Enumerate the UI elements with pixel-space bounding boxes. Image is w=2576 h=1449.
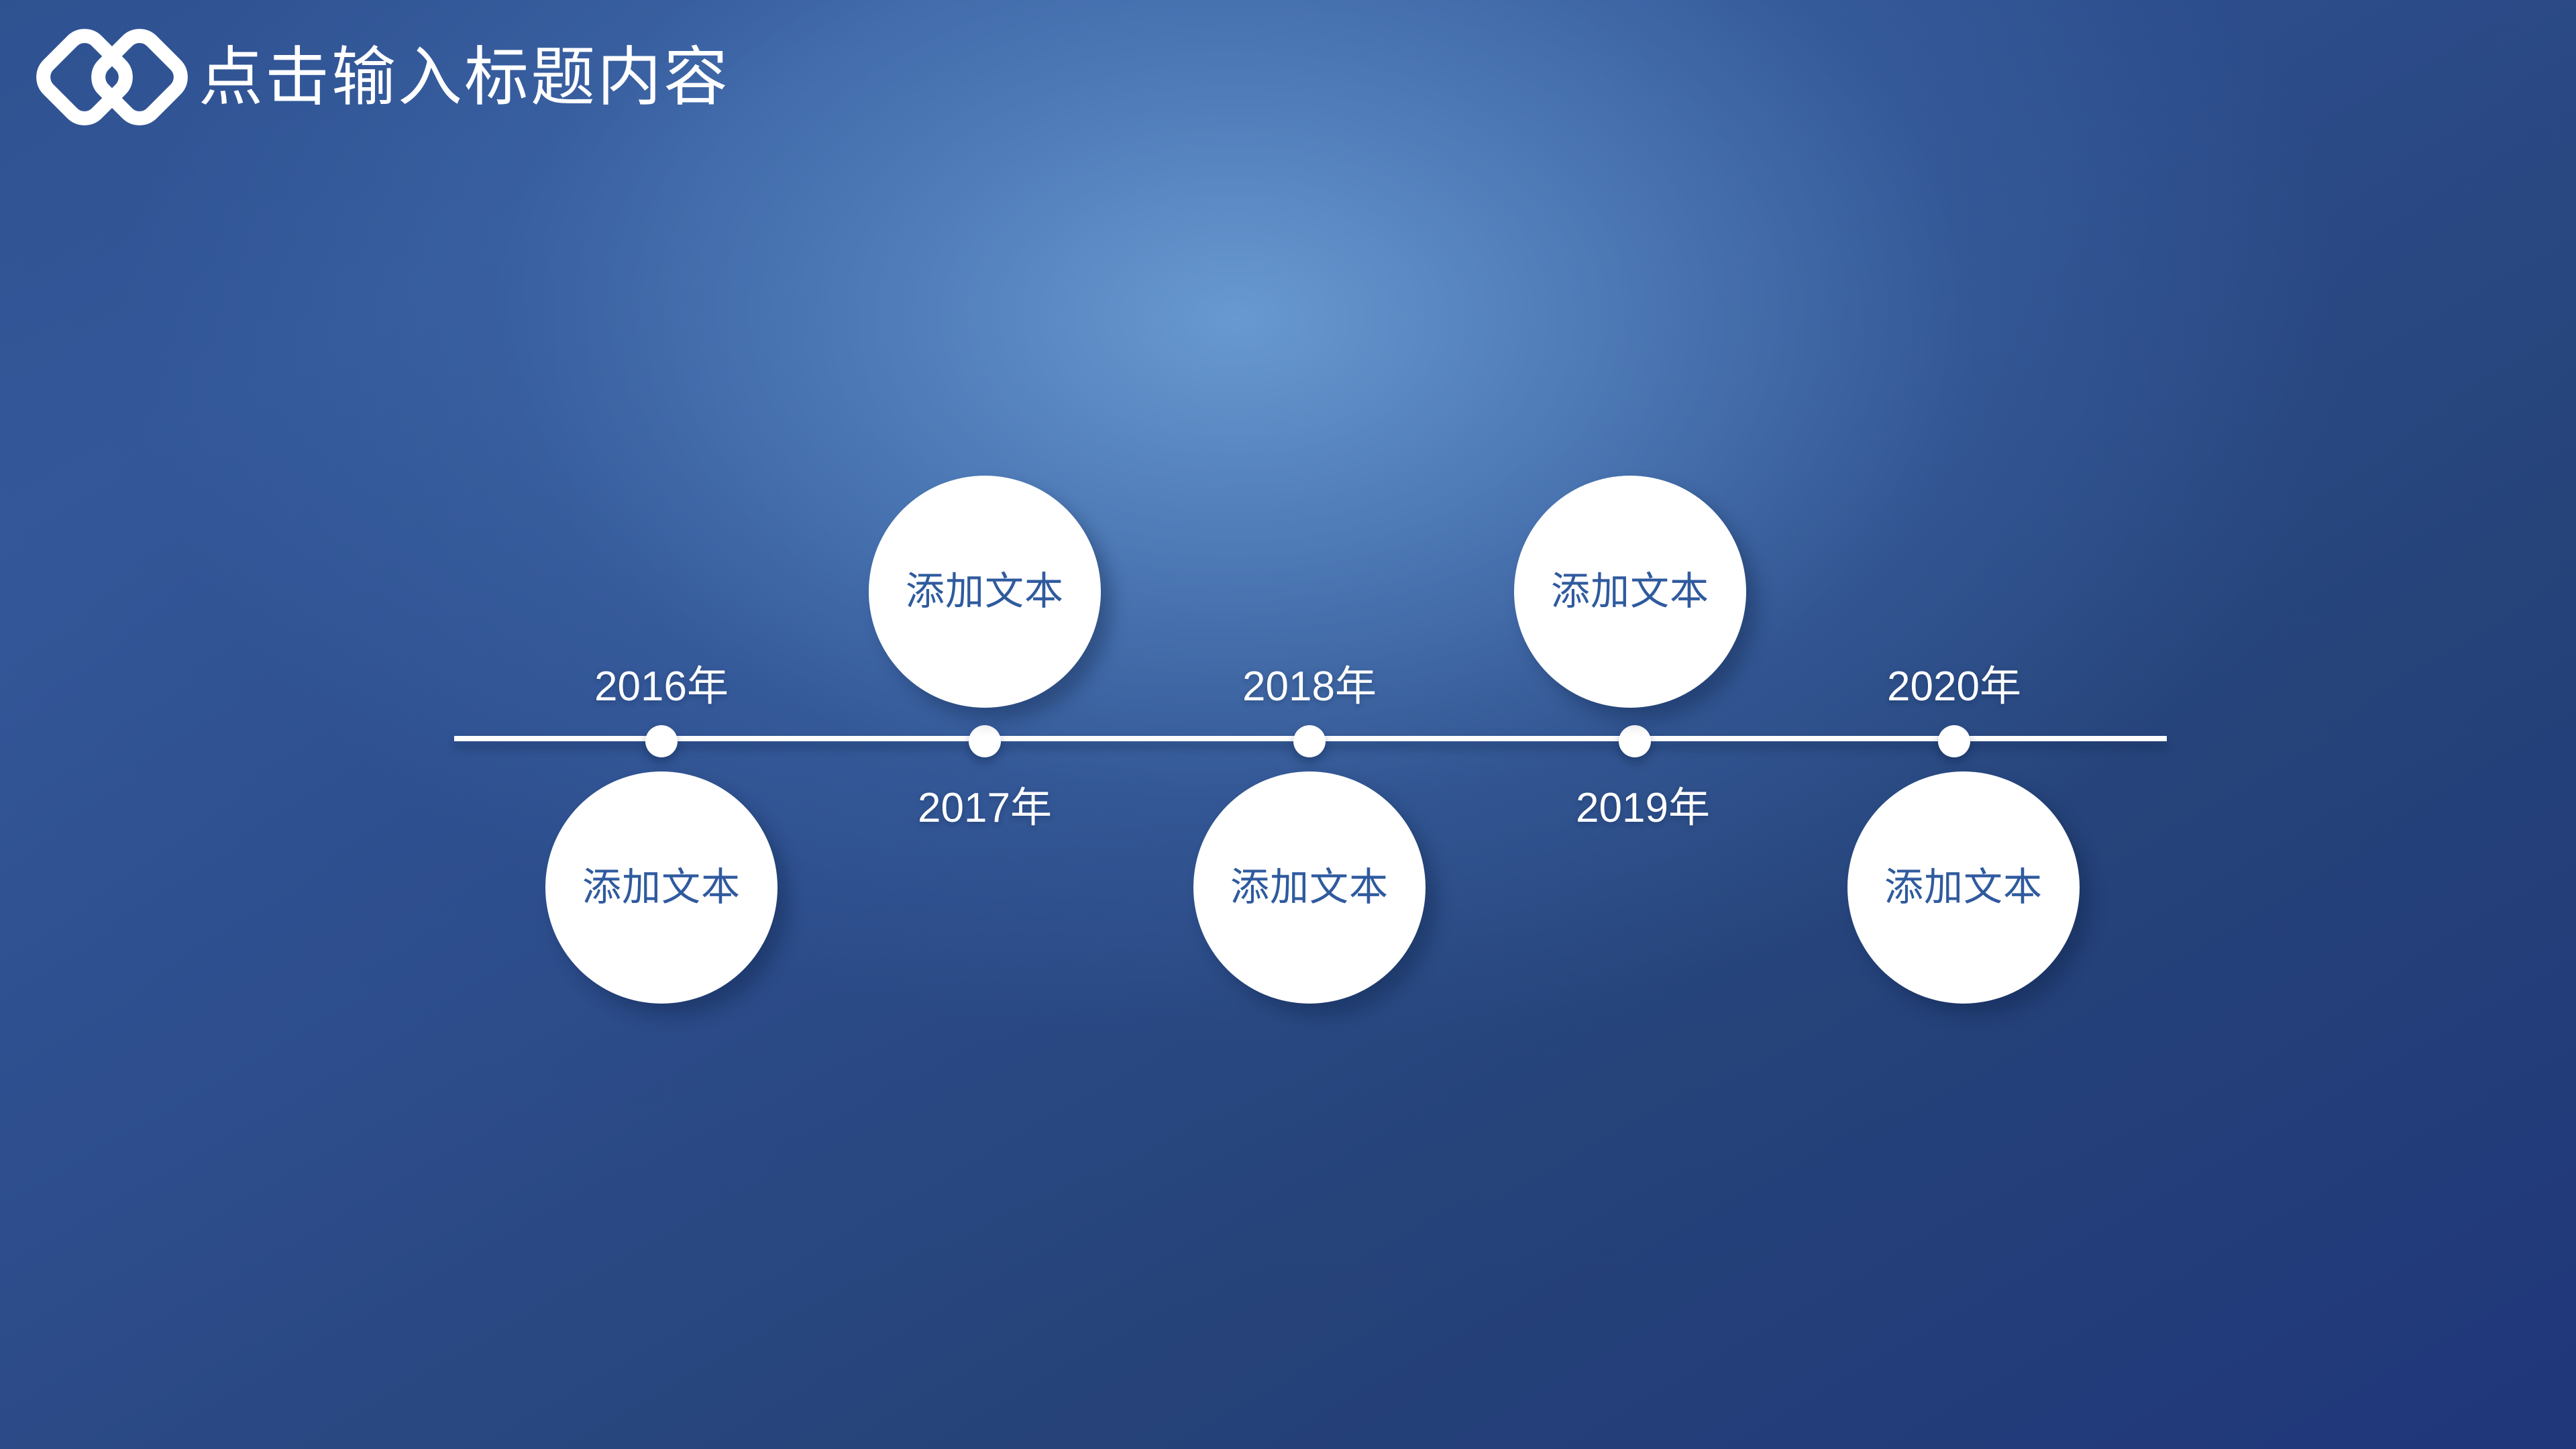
timeline-bubble-label: 添加文本 — [582, 865, 741, 909]
slide-header: 点击输入标题内容 — [0, 0, 730, 129]
timeline-bubble-label: 添加文本 — [905, 570, 1064, 613]
timeline-bubble-2016[interactable]: 添加文本 — [545, 771, 777, 1004]
page-title: 点击输入标题内容 — [199, 41, 730, 113]
timeline-dot-2020[interactable] — [1938, 725, 1970, 757]
timeline-bubble-label: 添加文本 — [1884, 865, 2043, 909]
timeline-bubble-label: 添加文本 — [1230, 865, 1389, 909]
timeline-dot-2019[interactable] — [1619, 725, 1651, 757]
timeline-dot-2018[interactable] — [1293, 725, 1326, 757]
timeline-year-label-2016: 2016年 — [594, 663, 729, 710]
timeline-dot-2017[interactable] — [969, 725, 1001, 757]
timeline-year-label-2019: 2019年 — [1576, 785, 1710, 831]
timeline-year-label-2018: 2018年 — [1242, 663, 1377, 710]
timeline-bubble-2020[interactable]: 添加文本 — [1847, 771, 2080, 1004]
timeline-bubble-2019[interactable]: 添加文本 — [1514, 476, 1746, 708]
timeline-dot-2016[interactable] — [645, 725, 678, 757]
timeline-bubble-label: 添加文本 — [1550, 570, 1709, 613]
timeline-year-label-2017: 2017年 — [918, 785, 1052, 831]
timeline-bubble-2018[interactable]: 添加文本 — [1193, 771, 1426, 1004]
timeline-year-label-2020: 2020年 — [1887, 663, 2021, 710]
timeline-bubble-2017[interactable]: 添加文本 — [869, 476, 1101, 708]
interlocking-diamonds-logo-icon — [36, 29, 188, 125]
